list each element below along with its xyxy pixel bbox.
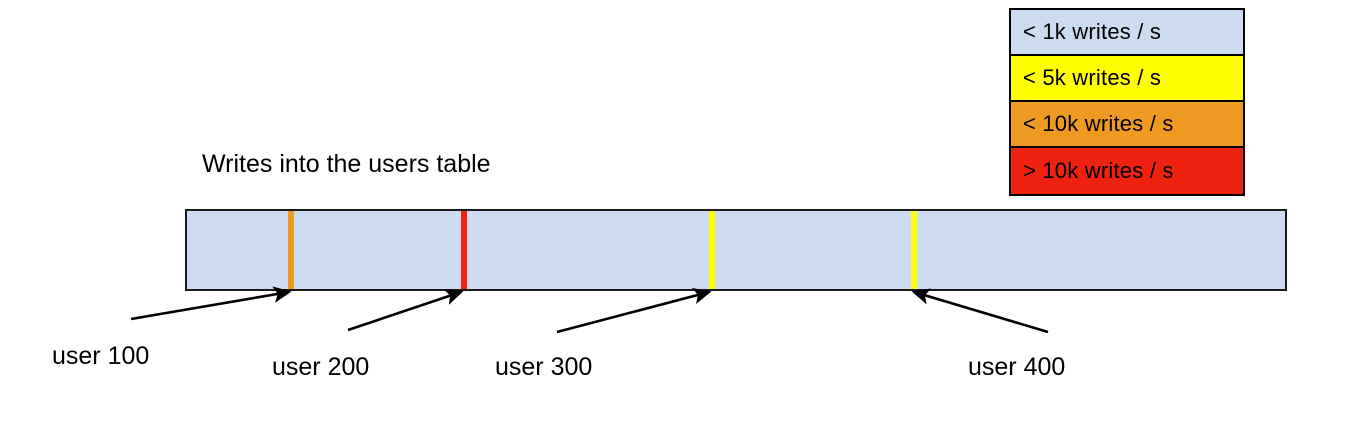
legend-item-lt-1k: < 1k writes / s xyxy=(1011,10,1243,56)
legend-item-lt-10k: < 10k writes / s xyxy=(1011,102,1243,148)
legend-item-lt-5k: < 5k writes / s xyxy=(1011,56,1243,102)
diagram-title: Writes into the users table xyxy=(202,150,491,178)
callout-label-user-200: user 200 xyxy=(272,353,370,381)
legend-item-label: < 10k writes / s xyxy=(1023,111,1174,136)
bar-fill xyxy=(187,211,1285,289)
callout-arrow-user-300 xyxy=(556,287,712,334)
callout-label-user-300: user 300 xyxy=(495,353,593,381)
callout-arrow-user-100 xyxy=(130,286,292,321)
stripe-user-300 xyxy=(709,211,715,289)
callout-label-user-100: user 100 xyxy=(52,342,150,370)
stripe-user-400 xyxy=(911,211,917,289)
stripe-user-200 xyxy=(461,211,467,289)
callout-arrow-user-200 xyxy=(347,289,464,332)
callout-arrow-user-400 xyxy=(911,288,1049,334)
users-table-bar xyxy=(185,209,1287,291)
write-rate-legend: < 1k writes / s < 5k writes / s < 10k wr… xyxy=(1009,8,1245,196)
legend-item-label: > 10k writes / s xyxy=(1023,158,1174,183)
stripe-user-100 xyxy=(288,211,294,289)
legend-item-label: < 5k writes / s xyxy=(1023,65,1162,90)
legend-item-label: < 1k writes / s xyxy=(1023,19,1162,44)
callout-label-user-400: user 400 xyxy=(968,353,1066,381)
legend-item-gt-10k: > 10k writes / s xyxy=(1011,148,1243,194)
